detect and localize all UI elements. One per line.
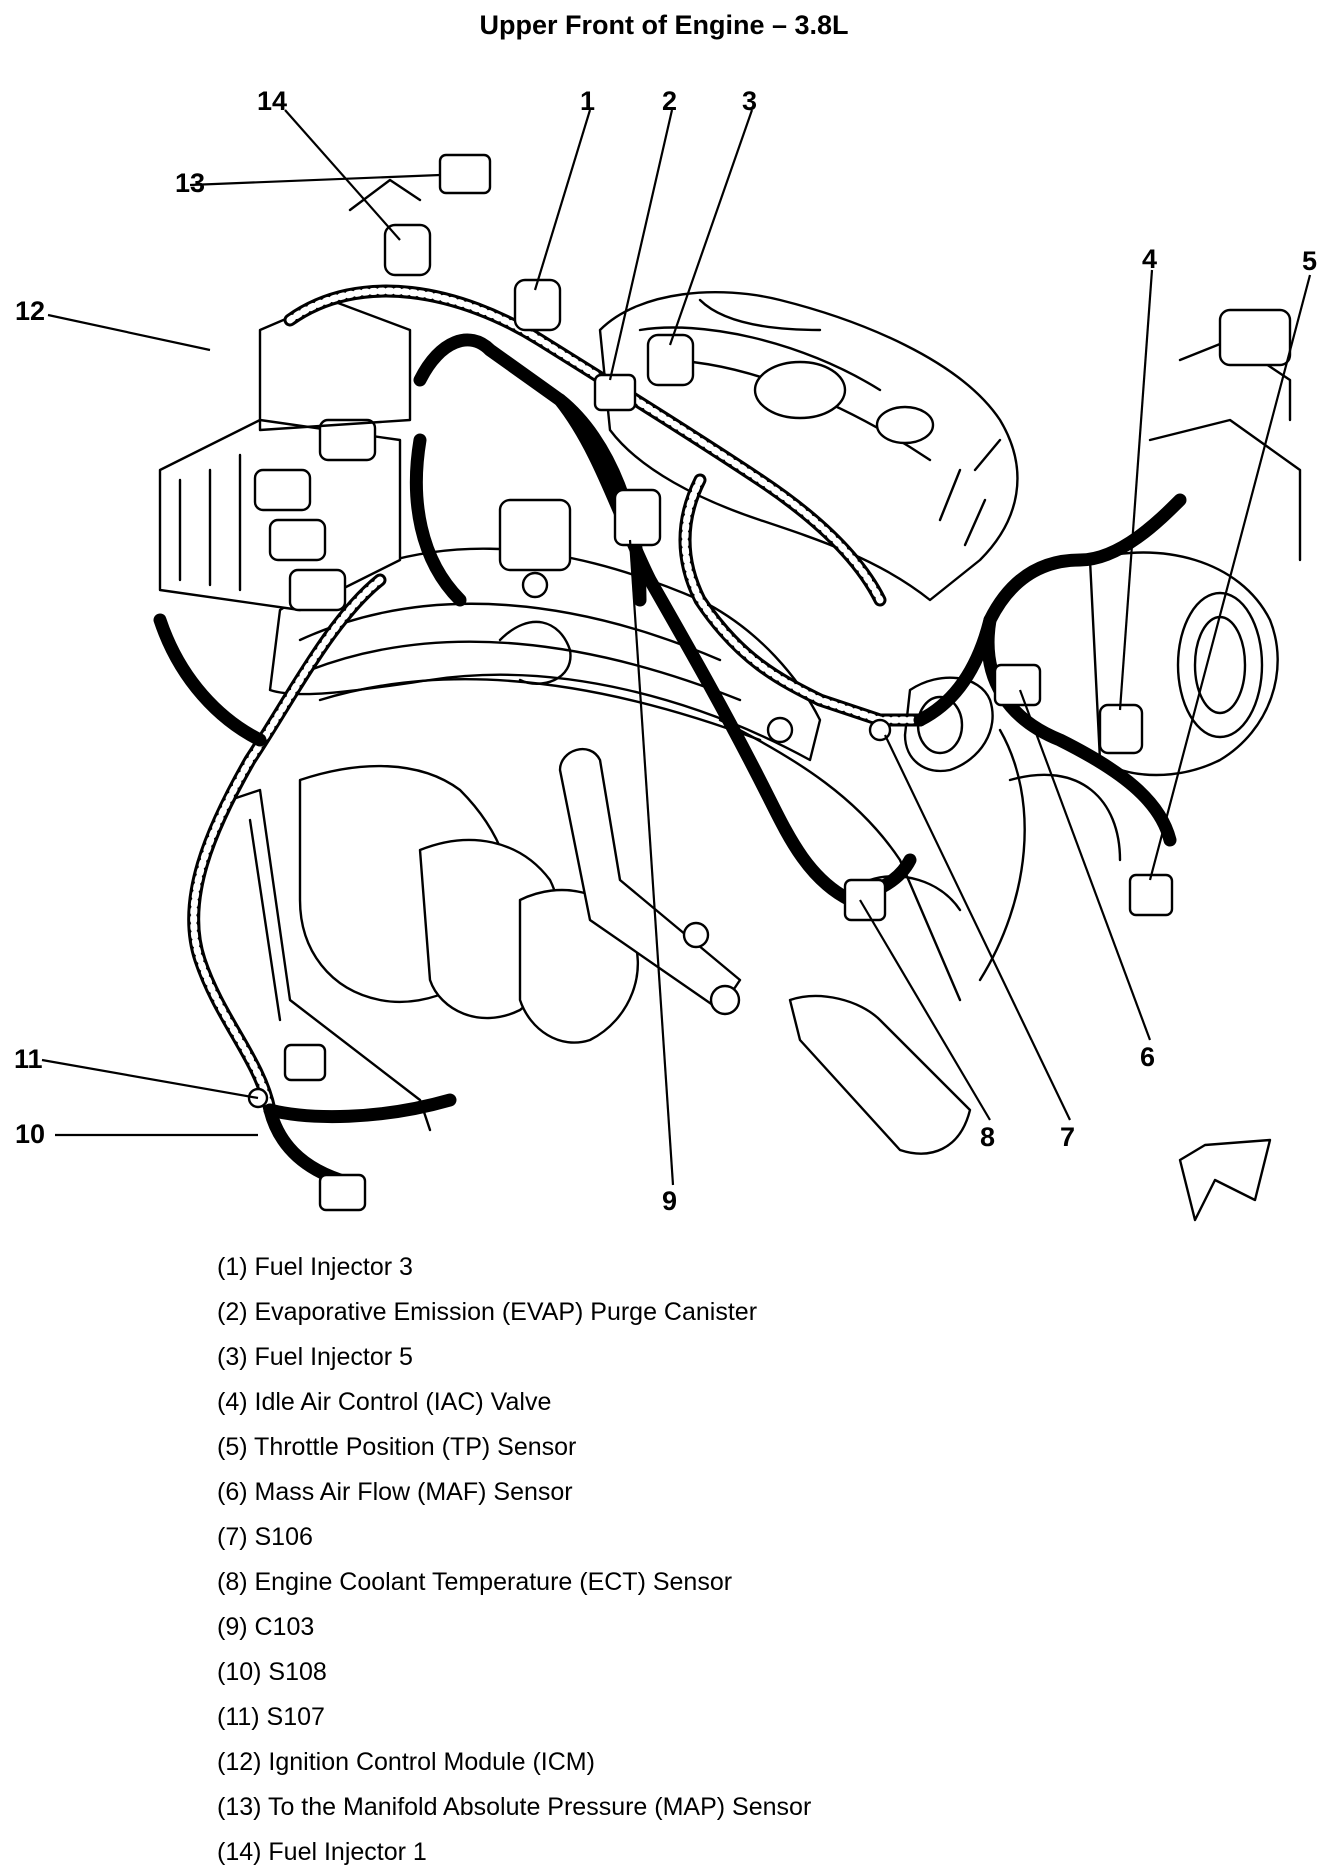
callout-14: 14 bbox=[257, 86, 287, 116]
engine-diagram: 1 2 3 4 5 6 7 8 9 10 11 12 13 14 bbox=[14, 86, 1317, 1222]
intake-plenum bbox=[598, 291, 1019, 602]
legend-item: (13) To the Manifold Absolute Pressure (… bbox=[217, 1793, 812, 1821]
callout-1: 1 bbox=[580, 86, 595, 116]
c103-connector bbox=[613, 488, 662, 547]
legend: (1) Fuel Injector 3 (2) Evaporative Emis… bbox=[217, 1245, 811, 1875]
legend-item: (14) Fuel Injector 1 bbox=[217, 1838, 427, 1866]
callout-7: 7 bbox=[1060, 1122, 1075, 1152]
callout-12: 12 bbox=[15, 296, 45, 326]
legend-item: (10) S108 bbox=[217, 1658, 327, 1686]
callout-10: 10 bbox=[15, 1119, 45, 1149]
callout-13: 13 bbox=[175, 168, 205, 198]
callout-11: 11 bbox=[14, 1044, 43, 1074]
legend-item: (12) Ignition Control Module (ICM) bbox=[217, 1748, 595, 1776]
wiring-harness bbox=[153, 178, 1187, 1187]
legend-item: (6) Mass Air Flow (MAF) Sensor bbox=[217, 1478, 573, 1506]
plenum-cap bbox=[753, 360, 847, 420]
legend-item: (9) C103 bbox=[217, 1613, 315, 1641]
diagram-title: Upper Front of Engine – 3.8L bbox=[479, 10, 849, 40]
tp-sensor bbox=[1128, 873, 1174, 917]
callout-9: 9 bbox=[662, 1186, 677, 1216]
callout-8: 8 bbox=[980, 1122, 995, 1152]
legend-item: (5) Throttle Position (TP) Sensor bbox=[217, 1433, 577, 1461]
evap-connector bbox=[593, 373, 637, 412]
callout-5: 5 bbox=[1302, 246, 1317, 276]
legend-item: (11) S107 bbox=[217, 1703, 325, 1731]
callout-6: 6 bbox=[1140, 1042, 1155, 1072]
callout-numbers: 1 2 3 4 5 6 7 8 9 10 11 12 13 14 bbox=[14, 86, 1317, 1216]
legend-item: (3) Fuel Injector 5 bbox=[217, 1343, 413, 1371]
timing-cover bbox=[718, 718, 962, 1002]
legend-item: (8) Engine Coolant Temperature (ECT) Sen… bbox=[217, 1568, 733, 1596]
ect-sensor bbox=[843, 878, 887, 922]
s108-connector bbox=[318, 1173, 367, 1212]
legend-item: (1) Fuel Injector 3 bbox=[217, 1253, 413, 1281]
callout-3: 3 bbox=[742, 86, 757, 116]
leader-lines bbox=[41, 109, 1312, 1186]
fuel-injector-5 bbox=[646, 333, 695, 387]
map-connector bbox=[438, 153, 492, 195]
components bbox=[247, 153, 1174, 1212]
iac-valve bbox=[1098, 703, 1144, 755]
engine-drawing bbox=[158, 291, 1302, 1155]
callout-4: 4 bbox=[1142, 244, 1157, 274]
legend-item: (2) Evaporative Emission (EVAP) Purge Ca… bbox=[217, 1298, 758, 1326]
legend-item: (7) S106 bbox=[217, 1523, 313, 1551]
fuel-injector-1 bbox=[383, 223, 432, 277]
maf-connector bbox=[993, 663, 1042, 707]
legend-item: (4) Idle Air Control (IAC) Valve bbox=[217, 1388, 552, 1416]
fuel-injector-3 bbox=[513, 278, 562, 332]
callout-2: 2 bbox=[662, 86, 677, 116]
front-direction-arrow bbox=[1178, 1138, 1272, 1222]
